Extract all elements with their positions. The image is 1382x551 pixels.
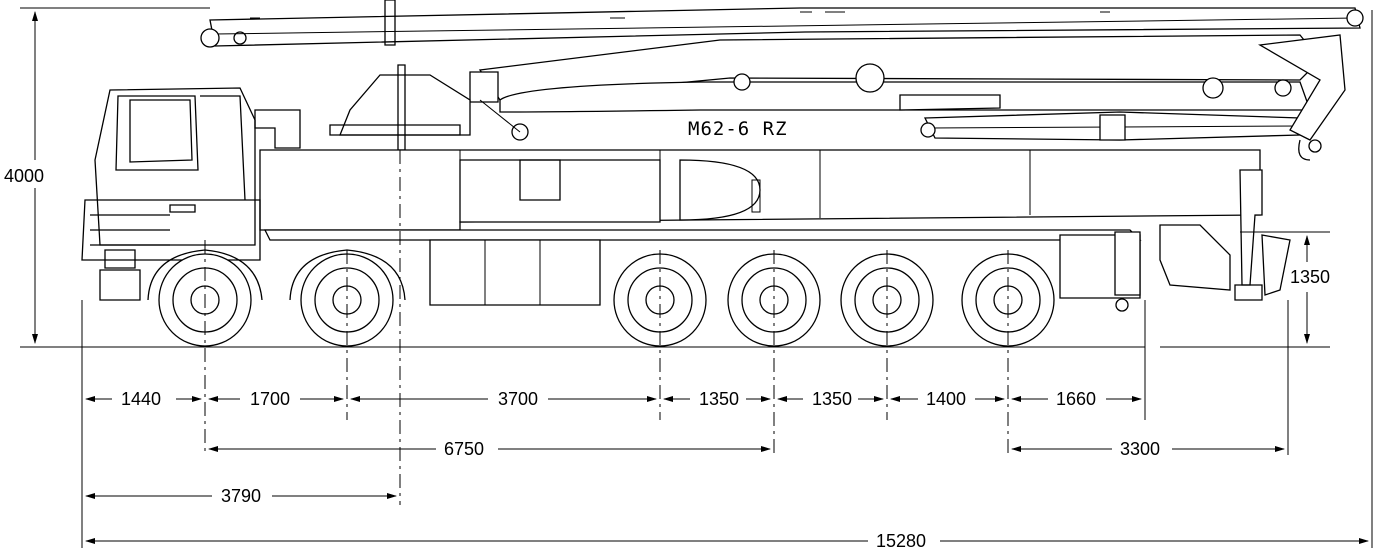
dim-label-15280: 15280 <box>876 531 926 551</box>
dim-row-3790: 3790 <box>85 486 397 506</box>
dim-label-4000: 4000 <box>4 166 44 186</box>
wheels <box>147 249 1055 347</box>
dim-label-1350-height: 1350 <box>1290 267 1330 287</box>
dim-rear-height: 1350 <box>1290 235 1330 344</box>
dim-row-axles: 1440 1700 3700 1350 1350 1400 1660 <box>85 389 1142 409</box>
dim-label-1660: 1660 <box>1056 389 1096 409</box>
truck-cab <box>81 87 301 301</box>
dim-overall-height: 4000 <box>4 11 44 344</box>
dim-overall-length: 15280 <box>85 531 1369 551</box>
dim-label-3300: 3300 <box>1120 439 1160 459</box>
boom <box>200 0 1364 161</box>
dim-label-1350-b: 1350 <box>812 389 852 409</box>
chassis <box>259 149 1291 312</box>
dim-label-1440: 1440 <box>121 389 161 409</box>
dim-row-6750: 6750 3300 <box>208 439 1285 459</box>
dim-label-1400: 1400 <box>926 389 966 409</box>
dim-label-1700: 1700 <box>250 389 290 409</box>
dim-label-3790: 3790 <box>221 486 261 506</box>
model-label: M62-6 RZ <box>688 118 788 140</box>
dim-label-3700: 3700 <box>498 389 538 409</box>
dim-label-6750: 6750 <box>444 439 484 459</box>
dim-label-1350-a: 1350 <box>699 389 739 409</box>
extension-lines <box>20 7 1373 548</box>
